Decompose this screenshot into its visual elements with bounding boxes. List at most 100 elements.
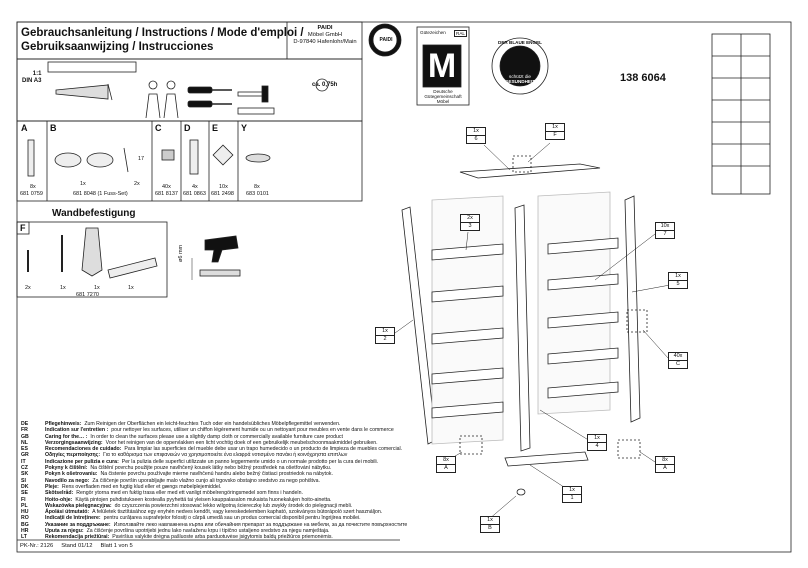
drill-size: ø6 mm bbox=[178, 244, 184, 262]
language-code: FI bbox=[21, 496, 26, 503]
part-a-letter: A bbox=[21, 123, 28, 133]
callout-number: 5 bbox=[676, 281, 680, 287]
company-line: Möbel GmbH bbox=[307, 32, 343, 38]
care-text: A felületek tisztításához egy enyhén ned… bbox=[92, 509, 383, 516]
care-text: Käytä pintojen puhdistukseen kostealla p… bbox=[75, 496, 332, 503]
language-code: FR bbox=[21, 427, 28, 434]
wall-fixing-code: 681 7270 bbox=[76, 292, 99, 298]
paper-label: DIN A3 bbox=[22, 78, 42, 84]
care-text: Zum Reinigen der Oberflächen ein leicht-… bbox=[84, 421, 341, 427]
care-row: GB Caring for the… :In order to clean the… bbox=[21, 434, 501, 440]
language-code: DK bbox=[21, 483, 29, 490]
part-c-code: 681 8137 bbox=[155, 191, 178, 197]
language-code: LT bbox=[21, 534, 27, 541]
care-text: do czyszczenia powierzchni stosować lekk… bbox=[114, 502, 353, 509]
quality-label-top: Gütezeichen bbox=[420, 30, 446, 35]
article-number: 138 6064 bbox=[620, 72, 666, 84]
care-text: Για το καθάρισμα των επιφανειών να χρησι… bbox=[103, 452, 348, 459]
language-code: PL bbox=[21, 502, 28, 509]
care-row: GR Οδηγίες περιποίησης:Για το καθάρισμα τ… bbox=[21, 452, 501, 458]
callout-number: 7 bbox=[663, 231, 667, 237]
language-code: CZ bbox=[21, 465, 28, 472]
callout-qty: 10x bbox=[656, 223, 674, 231]
language-code: HU bbox=[21, 509, 29, 516]
care-heading: Caring for the… : bbox=[45, 433, 88, 440]
part-e-code: 681 2498 bbox=[211, 191, 234, 197]
part-d-code: 681 0863 bbox=[183, 191, 206, 197]
company-name: PAIDI bbox=[317, 25, 333, 31]
care-text: pour nettoyer les surfaces, utiliser un … bbox=[111, 427, 394, 434]
wall-dowel-qty-1: 1x bbox=[60, 285, 66, 291]
wall-fixing-title: Wandbefestigung bbox=[52, 208, 136, 219]
callout-qty: 1x bbox=[467, 128, 485, 136]
language-code: RO bbox=[21, 515, 29, 522]
quality-mark-letter: M bbox=[427, 47, 457, 85]
part-b-code: 681 8048 (1 Fuss-Set) bbox=[73, 191, 128, 197]
wall-fixing-letter: F bbox=[20, 223, 26, 233]
care-row: BG Указание за поддръжане:Използвайте лек… bbox=[21, 522, 501, 528]
part-y-qty: 8x bbox=[254, 184, 260, 190]
care-row: PL Wskazówka pielęgnacyjna:do czyszczenia… bbox=[21, 503, 501, 509]
language-code: GR bbox=[21, 452, 29, 459]
blue-angel-sub-1: schützt die bbox=[509, 74, 531, 79]
care-text: Използвайте леко навлажнена кърпа или об… bbox=[113, 521, 408, 528]
callout-qty: 1x bbox=[481, 517, 499, 525]
care-heading: Pflegehinweis: bbox=[45, 421, 82, 427]
callout-number: F bbox=[553, 132, 557, 138]
callout-qty: 1x bbox=[669, 273, 687, 281]
care-heading: Wskazówka pielęgnacyjna: bbox=[45, 502, 112, 509]
language-code: GB bbox=[21, 433, 29, 440]
callout-number: 6 bbox=[474, 136, 478, 142]
callout-number: B bbox=[488, 525, 492, 531]
callout-qty: 2x bbox=[461, 215, 479, 223]
care-text: Per la pulizia delle superfici utilizzat… bbox=[121, 458, 379, 465]
callout-qty: 8x bbox=[437, 457, 455, 465]
part-b-qty1: 1x bbox=[80, 181, 86, 187]
language-code: SE bbox=[21, 490, 28, 497]
callout-qty: 8x bbox=[656, 457, 674, 465]
callout-number: A bbox=[444, 465, 448, 471]
quality-caption-1: Deutsche bbox=[433, 89, 453, 94]
quality-caption-2: Gütegemeinschaft bbox=[424, 94, 462, 100]
blue-angel-title: DER BLAUE ENGEL bbox=[498, 40, 542, 45]
care-heading: Indicazione per pulizia e cura: bbox=[45, 458, 119, 465]
wall-dowel-qty-2: 1x bbox=[94, 285, 100, 291]
language-code: BG bbox=[21, 521, 29, 528]
part-d-qty: 4x bbox=[192, 184, 198, 190]
callout-qty: 40x bbox=[669, 353, 687, 361]
care-heading: Указание за поддръжане: bbox=[45, 521, 111, 528]
company-address: PAIDI Möbel GmbH D-97840 Hafenlohr/Main bbox=[288, 25, 362, 46]
care-heading: Οδηγίες περιποίησης: bbox=[45, 452, 101, 459]
callout-number: 1 bbox=[570, 495, 574, 501]
care-text: Za čiščenje površin uporabljajte malo vl… bbox=[92, 477, 320, 484]
part-b-letter: B bbox=[50, 123, 57, 133]
callout-number: C bbox=[676, 361, 680, 367]
part-e-letter: E bbox=[212, 123, 219, 133]
callout-number: 3 bbox=[468, 223, 472, 229]
callout-qty: 1x bbox=[376, 328, 394, 336]
care-heading: Verzorgingsaanwijzing: bbox=[45, 439, 103, 446]
care-text: Rens overfladen med en fugtig klud eller… bbox=[61, 483, 222, 490]
callout-qty: 1x bbox=[563, 487, 581, 495]
quality-caption: Deutsche Gütegemeinschaft Möbel bbox=[417, 89, 469, 105]
care-text: In order to clean the surfaces please us… bbox=[90, 433, 343, 440]
